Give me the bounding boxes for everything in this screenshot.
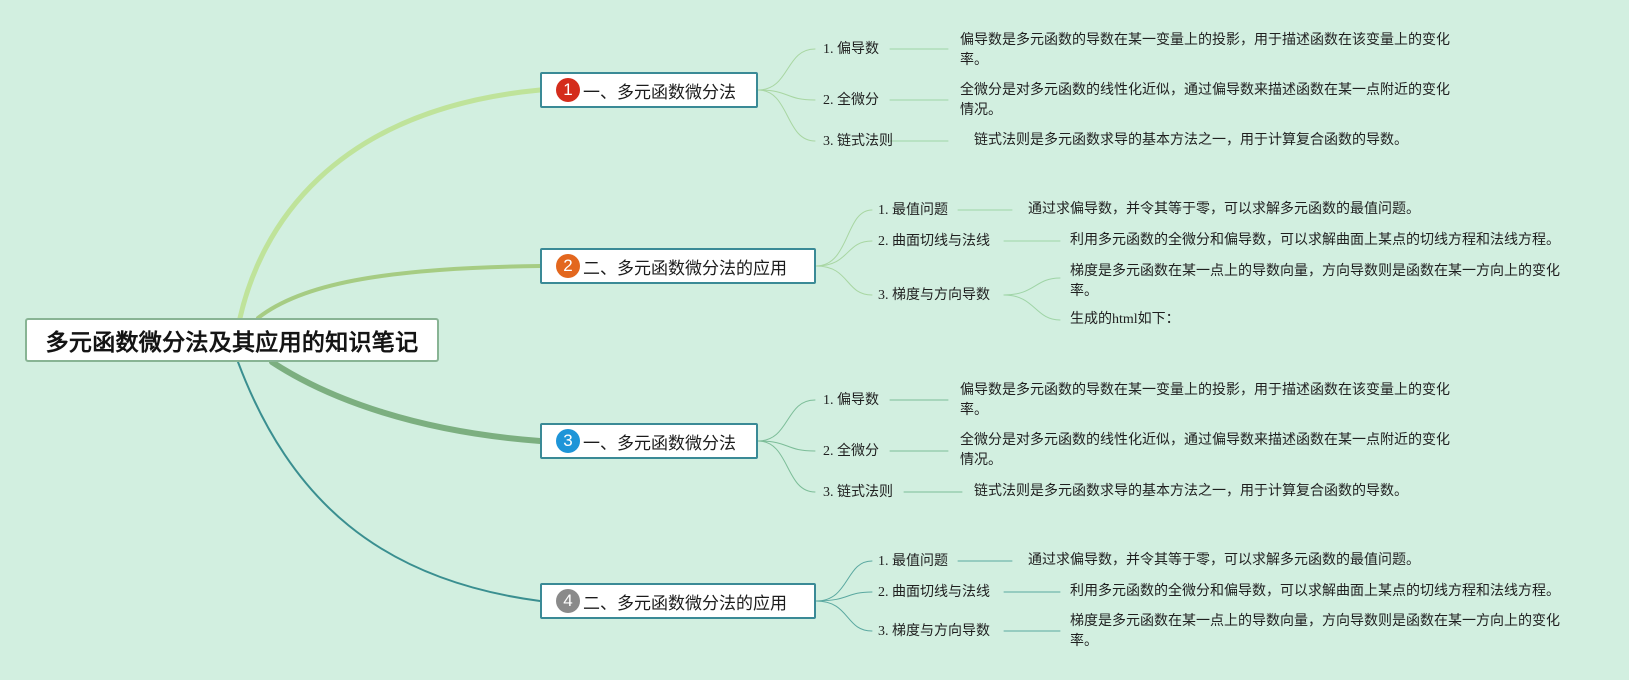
leaf-note[interactable]: 生成的html如下： [1070,312,1180,327]
leaf-note[interactable]: 梯度是多元函数在某一点上的导数向量，方向导数则是函数在某一方向上的变化率。 [1070,264,1560,299]
subtopic-connector [757,440,816,493]
subtopic-extremum[interactable]: 1. 最值问题 [878,554,948,569]
subtopic-gradient[interactable]: 3. 梯度与方向导数 [878,624,990,639]
leaf-note[interactable]: 链式法则是多元函数求导的基本方法之一，用于计算复合函数的导数。 [974,133,1408,148]
subtopic-connector [757,399,816,442]
branch-topic-2[interactable]: 2 二、多元函数微分法的应用 [540,248,816,284]
leaf-note[interactable]: 通过求偏导数，并令其等于零，可以求解多元函数的最值问题。 [1028,553,1420,568]
subtopic-extremum[interactable]: 1. 最值问题 [878,203,948,218]
branch-connector [256,264,542,320]
leaf-connector [1003,277,1061,296]
number-3-icon: 3 [556,429,580,453]
subtopic-total-differential[interactable]: 2. 全微分 [823,93,879,108]
subtopic-connector [815,209,873,267]
subtopic-connector [815,600,873,632]
branch-topic-label: 二、多元函数微分法的应用 [583,593,787,614]
subtopic-chain-rule[interactable]: 3. 链式法则 [823,134,893,149]
branch-topic-1[interactable]: 1 一、多元函数微分法 [540,72,758,108]
subtopic-connector [815,240,873,267]
subtopic-partial-derivative[interactable]: 1. 偏导数 [823,42,879,57]
subtopic-tangent-normal[interactable]: 2. 曲面切线与法线 [878,585,990,600]
subtopic-connector [815,265,873,296]
leaf-note[interactable]: 利用多元函数的全微分和偏导数，可以求解曲面上某点的切线方程和法线方程。 [1070,233,1560,248]
leaf-note[interactable]: 全微分是对多元函数的线性化近似，通过偏导数来描述函数在某一点附近的变化情况。 [960,83,1450,118]
leaf-note[interactable]: 利用多元函数的全微分和偏导数，可以求解曲面上某点的切线方程和法线方程。 [1070,584,1560,599]
subtopic-connector [757,440,816,452]
leaf-note[interactable]: 通过求偏导数，并令其等于零，可以求解多元函数的最值问题。 [1028,202,1420,217]
subtopic-gradient[interactable]: 3. 梯度与方向导数 [878,288,990,303]
branch-connector [237,361,541,602]
leaf-note[interactable]: 偏导数是多元函数的导数在某一变量上的投影，用于描述函数在该变量上的变化率。 [960,33,1450,68]
branch-topic-3[interactable]: 3 一、多元函数微分法 [540,423,758,459]
leaf-note[interactable]: 梯度是多元函数在某一点上的导数向量，方向导数则是函数在某一方向上的变化率。 [1070,614,1560,649]
root-topic-label: 多元函数微分法及其应用的知识笔记 [45,330,419,356]
leaf-connector [1003,294,1061,321]
branch-topic-label: 一、多元函数微分法 [583,82,736,103]
number-4-icon: 4 [556,589,580,613]
branch-topic-label: 二、多元函数微分法的应用 [583,258,787,279]
subtopic-chain-rule[interactable]: 3. 链式法则 [823,485,893,500]
branch-connector [269,359,543,444]
branch-connector [237,87,543,321]
number-2-icon: 2 [556,254,580,278]
subtopic-tangent-normal[interactable]: 2. 曲面切线与法线 [878,234,990,249]
subtopic-connector [757,48,816,91]
branch-topic-label: 一、多元函数微分法 [583,433,736,454]
branch-topic-4[interactable]: 4 二、多元函数微分法的应用 [540,583,816,619]
leaf-note[interactable]: 全微分是对多元函数的线性化近似，通过偏导数来描述函数在某一点附近的变化情况。 [960,433,1450,468]
subtopic-connector [757,89,816,142]
subtopic-connector [815,591,873,602]
root-topic[interactable]: 多元函数微分法及其应用的知识笔记 [25,318,439,362]
subtopic-total-differential[interactable]: 2. 全微分 [823,444,879,459]
leaf-note[interactable]: 链式法则是多元函数求导的基本方法之一，用于计算复合函数的导数。 [974,484,1408,499]
subtopic-partial-derivative[interactable]: 1. 偏导数 [823,393,879,408]
leaf-note[interactable]: 偏导数是多元函数的导数在某一变量上的投影，用于描述函数在该变量上的变化率。 [960,383,1450,418]
number-1-icon: 1 [556,78,580,102]
subtopic-connector [757,89,816,101]
subtopic-connector [815,560,873,602]
